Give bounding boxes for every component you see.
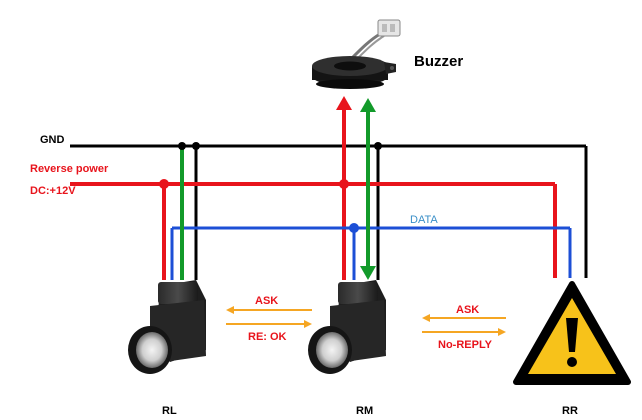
sensor-rl-icon (128, 280, 206, 374)
ask-label-right: ASK (456, 304, 479, 316)
buzzer-label: Buzzer (414, 53, 463, 70)
signal-arrow-buzzer (360, 98, 376, 280)
rr-label: RR (562, 405, 578, 417)
gnd-wire (70, 142, 588, 280)
rm-label: RM (356, 405, 373, 417)
data-wire (170, 223, 572, 280)
dc-voltage-label: DC:+12V (30, 185, 76, 197)
gnd-label: GND (40, 134, 65, 146)
power-arrow-to-buzzer (336, 96, 352, 184)
re-ok-label: RE: OK (248, 331, 287, 343)
comm-arrows-rm-rr (422, 314, 506, 336)
data-label: DATA (410, 214, 438, 226)
power-wire (70, 179, 557, 280)
comm-arrows-rl-rm (226, 306, 312, 328)
sensor-rm-icon (308, 280, 386, 374)
ask-label-left: ASK (255, 295, 278, 307)
warning-triangle-icon (513, 281, 631, 385)
rl-label: RL (162, 405, 177, 417)
no-reply-label: No-REPLY (438, 339, 493, 351)
buzzer-icon (312, 19, 401, 89)
signal-wire-rl (178, 142, 186, 280)
reverse-power-label: Reverse power (30, 163, 109, 175)
